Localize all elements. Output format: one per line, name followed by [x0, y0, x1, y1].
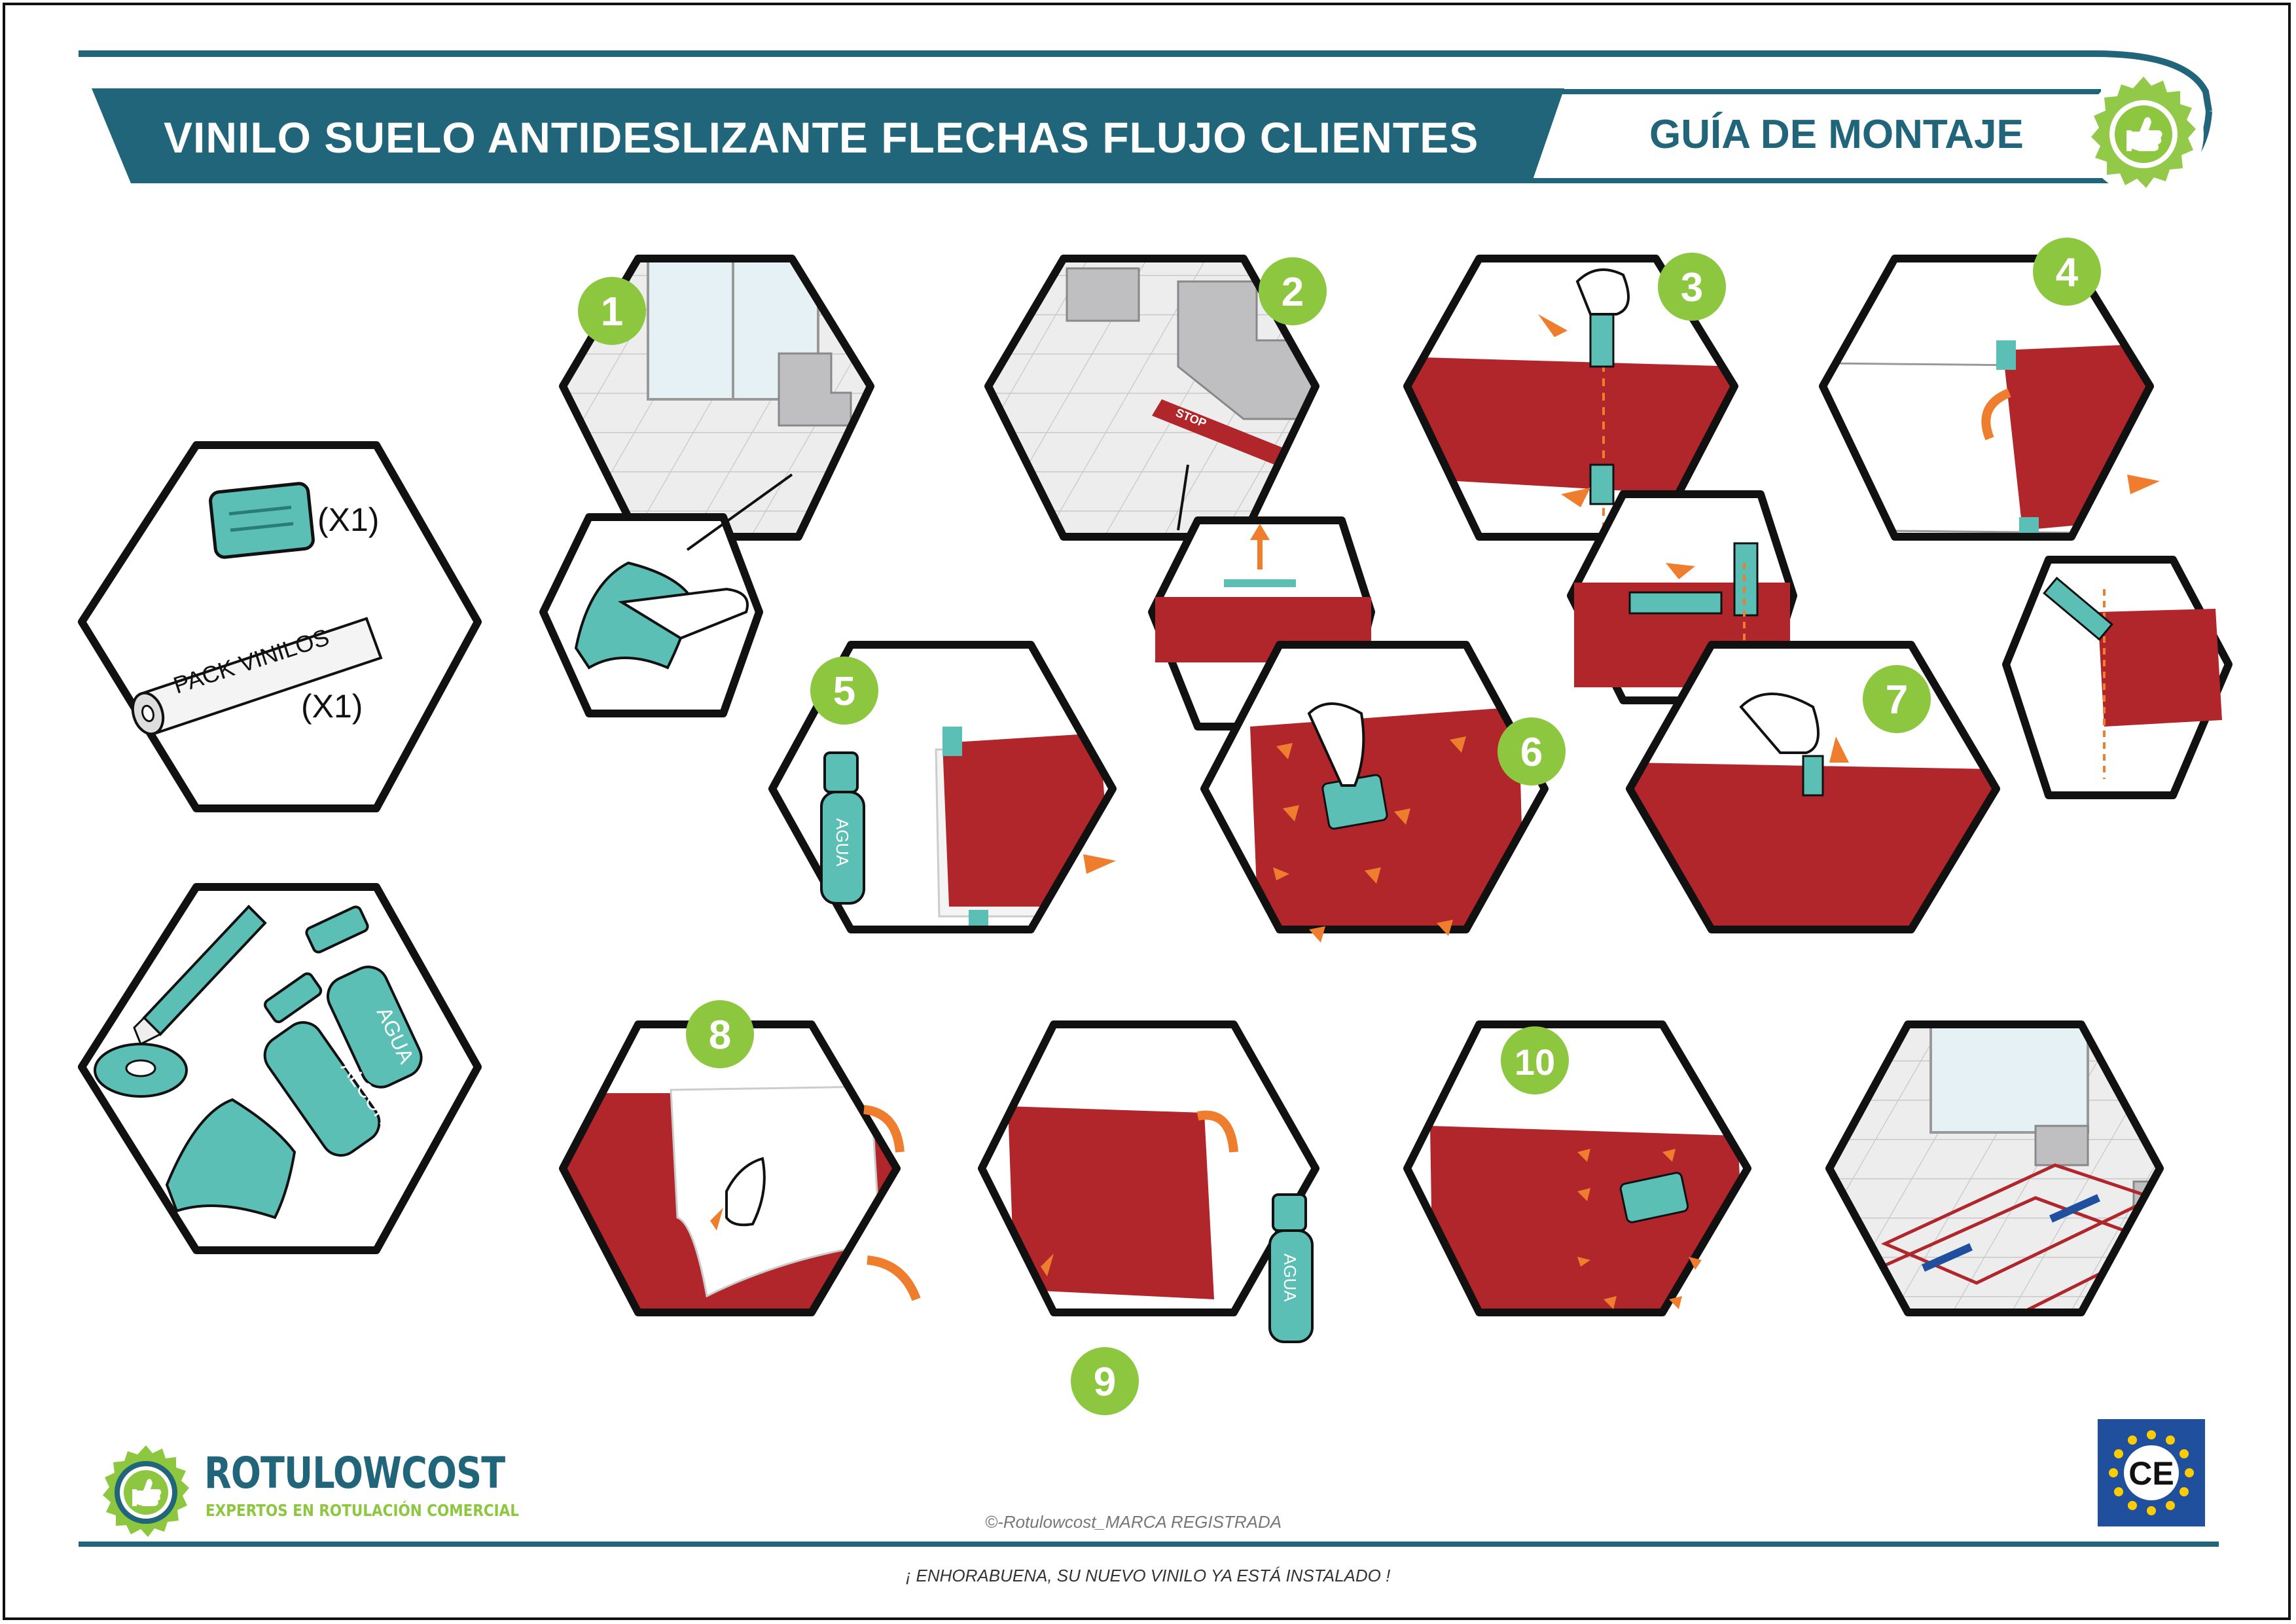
step-9-bottle-label: AGUA [1280, 1254, 1300, 1302]
step-5-panel [768, 641, 1117, 933]
step-10-panel [1403, 1020, 1751, 1316]
footer-message: ¡ ENHORABUENA, SU NUEVO VINILO YA ESTÁ I… [905, 1566, 1391, 1585]
ce-eu-mark-icon: CE [2098, 1419, 2205, 1526]
tape-roll-icon [94, 1043, 188, 1098]
step-9-panel [978, 1020, 1319, 1343]
final-result-panel [1825, 1020, 2164, 1316]
step-2-panel [984, 255, 1319, 541]
spatula-card-icon [209, 482, 315, 559]
footer-rule [79, 1542, 2219, 1547]
step-number-badges [578, 238, 2101, 1415]
alcohol-spray-bottle-icon [263, 972, 381, 1157]
step-7-panel [1626, 641, 2000, 933]
rotulowcost-logo-icon [103, 1445, 189, 1537]
cloth-icon [165, 1098, 296, 1219]
step-5-bottle-label: AGUA [833, 818, 852, 867]
step-3-number: 3 [1681, 265, 1703, 310]
step-2-number: 2 [1282, 270, 1304, 315]
header-banner [79, 50, 2212, 194]
page-border [3, 3, 2291, 1620]
squeegee-arrows [1273, 736, 1466, 943]
vinyl-roll-icon [131, 617, 383, 736]
step-5-number: 5 [833, 669, 855, 714]
step-6-panel [1200, 641, 1549, 943]
assembly-steps-diagram: 1 2 3 4 5 6 7 8 9 10 PACK VINILOS AGUA A… [78, 238, 2233, 1415]
brand-tagline: EXPERTOS EN ROTULACIÓN COMERCIAL [206, 1501, 520, 1520]
page-title: VINILO SUELO ANTIDESLIZANTE FLECHAS FLUJ… [164, 113, 1479, 162]
step-7-number: 7 [1886, 677, 1908, 723]
step-10-number: 10 [1515, 1041, 1555, 1083]
step-8-panel [559, 1020, 921, 1316]
brand-name: ROTULOWCOST [204, 1448, 505, 1498]
step-1-number: 1 [601, 289, 623, 334]
copyright-notice: ©-Rotulowcost_MARCA REGISTRADA [985, 1512, 1282, 1532]
materials-vinyl-pack-panel [78, 441, 482, 812]
step-4-number: 4 [2056, 250, 2079, 295]
ce-mark-text: CE [2128, 1455, 2174, 1492]
step-4-panel [1819, 255, 2160, 541]
materials-tools-panel [78, 883, 482, 1254]
step-4-detail-panel [2002, 556, 2233, 799]
spray-bottle-icon [820, 751, 865, 905]
spatula-quantity: (X1) [317, 501, 380, 538]
water-spray-bottle-icon [305, 905, 423, 1089]
thumb-badge-icon [2083, 74, 2204, 194]
step-9-number: 9 [1094, 1360, 1116, 1405]
cutter-knife-icon [133, 905, 267, 1046]
spray-bottle-icon [1268, 1193, 1314, 1343]
step-6-number: 6 [1520, 730, 1543, 775]
vinyl-roll-quantity: (X1) [301, 688, 363, 725]
guide-label: GUÍA DE MONTAJE [1649, 112, 2024, 157]
step-8-number: 8 [709, 1013, 731, 1058]
step-1-detail-panel [539, 473, 793, 717]
